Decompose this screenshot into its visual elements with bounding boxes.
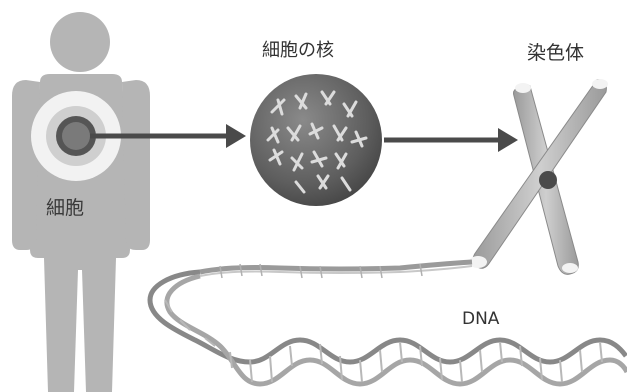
dna-lower-rungs: [165, 300, 602, 382]
cell-label: 細胞: [46, 193, 84, 220]
cell-nucleus-core: [62, 122, 90, 150]
chromosome: [469, 79, 608, 274]
dna-helix: [150, 262, 627, 384]
chromosome-label: 染色体: [527, 38, 584, 65]
dna-label: DNA: [462, 309, 499, 329]
nucleus-label: 細胞の核: [262, 36, 334, 62]
centromere: [539, 171, 557, 189]
arrow-nucleus-to-chromosome: [384, 128, 518, 152]
nucleus: [250, 74, 382, 206]
human-left-arm: [12, 80, 40, 250]
human-right-arm: [122, 80, 150, 250]
human-head: [50, 12, 110, 72]
